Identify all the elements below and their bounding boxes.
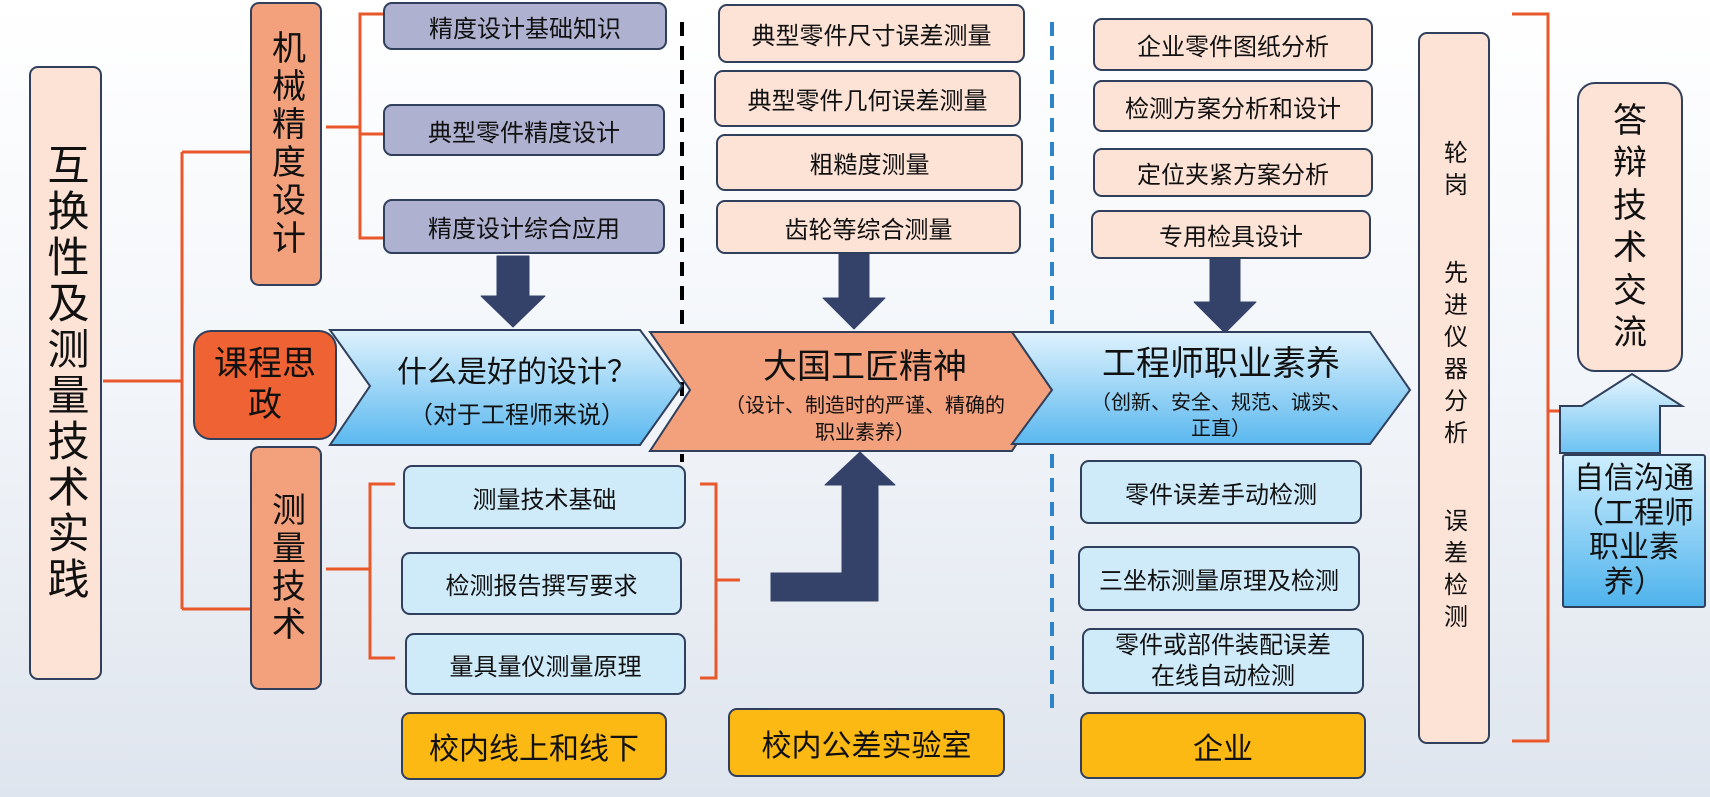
banner-engineer bbox=[1010, 331, 1412, 445]
banner-good-design bbox=[328, 329, 684, 446]
banner-title: 工程师职业素养 bbox=[1102, 343, 1340, 384]
down-arrow-1 bbox=[480, 255, 546, 328]
lab-item: 齿轮等综合测量 bbox=[716, 200, 1021, 254]
location-label: 企业 bbox=[1080, 712, 1366, 779]
rotation-node: 轮岗 先进仪器分析 误差检测 bbox=[1418, 32, 1490, 744]
enterprise-item: 企业零件图纸分析 bbox=[1093, 18, 1373, 71]
banner-title: 大国工匠精神 bbox=[763, 346, 967, 387]
lab-item: 典型零件尺寸误差测量 bbox=[718, 4, 1025, 63]
defense-node: 答辩技术交流 bbox=[1577, 82, 1683, 372]
measurement-item: 检测报告撰写要求 bbox=[401, 552, 682, 615]
lab-item: 粗糙度测量 bbox=[716, 134, 1023, 191]
enterprise-practice-item: 零件或部件装配误差在线自动检测 bbox=[1082, 628, 1364, 694]
lab-item: 典型零件几何误差测量 bbox=[714, 70, 1021, 127]
enterprise-item: 专用检具设计 bbox=[1091, 210, 1371, 259]
precision-item: 典型零件精度设计 bbox=[383, 104, 665, 156]
enterprise-item: 定位夹紧方案分析 bbox=[1093, 148, 1373, 197]
banner-good-design-text: 什么是好的设计？ （对于工程师来说） bbox=[372, 340, 662, 436]
measurement-item: 测量技术基础 bbox=[403, 465, 686, 529]
location-label: 校内公差实验室 bbox=[728, 708, 1005, 777]
banner-engineer-text: 工程师职业素养 （创新、安全、规范、诚实、正直） bbox=[1076, 338, 1366, 440]
precision-item: 精度设计综合应用 bbox=[383, 199, 665, 254]
module-precision-design: 机械精度设计 bbox=[250, 2, 322, 286]
banner-subtitle: （创新、安全、规范、诚实、正直） bbox=[1091, 389, 1351, 440]
module-measurement: 测量技术 bbox=[250, 446, 322, 690]
banner-title: 什么是好的设计？ bbox=[397, 354, 637, 390]
up-arrow-defense bbox=[1559, 372, 1686, 454]
enterprise-item: 检测方案分析和设计 bbox=[1093, 80, 1373, 132]
banner-craftsman-text: 大国工匠精神 （设计、制造时的严谨、精确的职业素养） bbox=[715, 340, 1015, 444]
down-arrow-2 bbox=[822, 252, 886, 330]
precision-item: 精度设计基础知识 bbox=[383, 2, 667, 50]
enterprise-practice-item: 三坐标测量原理及检测 bbox=[1078, 546, 1360, 611]
root-node: 互换性及测量技术实践 bbox=[29, 66, 102, 680]
measurement-item: 量具量仪测量原理 bbox=[405, 633, 686, 695]
location-label: 校内线上和线下 bbox=[401, 712, 667, 780]
ideology-node: 课程思政 bbox=[193, 330, 337, 440]
confidence-node: 自信沟通（工程师职业素养） bbox=[1562, 454, 1706, 608]
bent-up-arrow bbox=[770, 451, 896, 602]
flow-arrows bbox=[480, 252, 1257, 602]
down-arrow-3 bbox=[1193, 258, 1257, 334]
enterprise-practice-item: 零件误差手动检测 bbox=[1080, 460, 1362, 524]
banner-subtitle: （对于工程师来说） bbox=[409, 400, 625, 429]
banner-subtitle: （设计、制造时的严谨、精确的职业素养） bbox=[725, 392, 1005, 444]
